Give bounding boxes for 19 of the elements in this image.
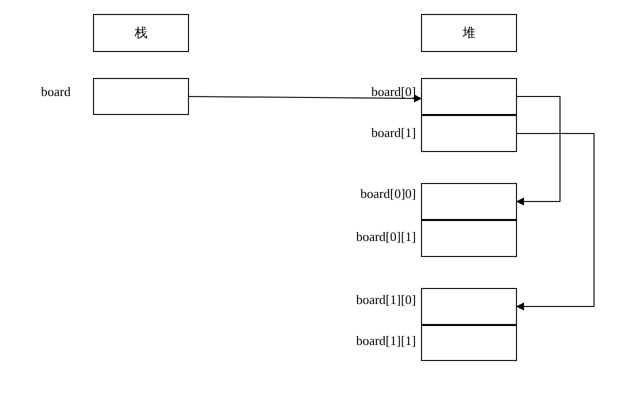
memory-box: [421, 115, 517, 152]
memory-box: [421, 288, 517, 325]
title-box: 堆: [421, 14, 517, 52]
arrow: [516, 96, 560, 206]
variable-label: board: [41, 84, 71, 100]
memory-box: [93, 78, 189, 115]
variable-label: board[0][1]: [356, 229, 416, 245]
memory-box: [421, 78, 517, 115]
variable-label: board[1][1]: [356, 333, 416, 349]
arrow: [516, 133, 594, 310]
memory-box: [421, 183, 517, 220]
variable-label: board[1]: [371, 125, 416, 141]
title-box: 栈: [93, 14, 189, 52]
memory-box: [421, 220, 517, 257]
arrow: [188, 94, 422, 102]
variable-label: board[0]0]: [360, 186, 416, 202]
variable-label: board[1][0]: [356, 292, 416, 308]
memory-box: [421, 325, 517, 361]
variable-label: board[0]: [371, 84, 416, 100]
